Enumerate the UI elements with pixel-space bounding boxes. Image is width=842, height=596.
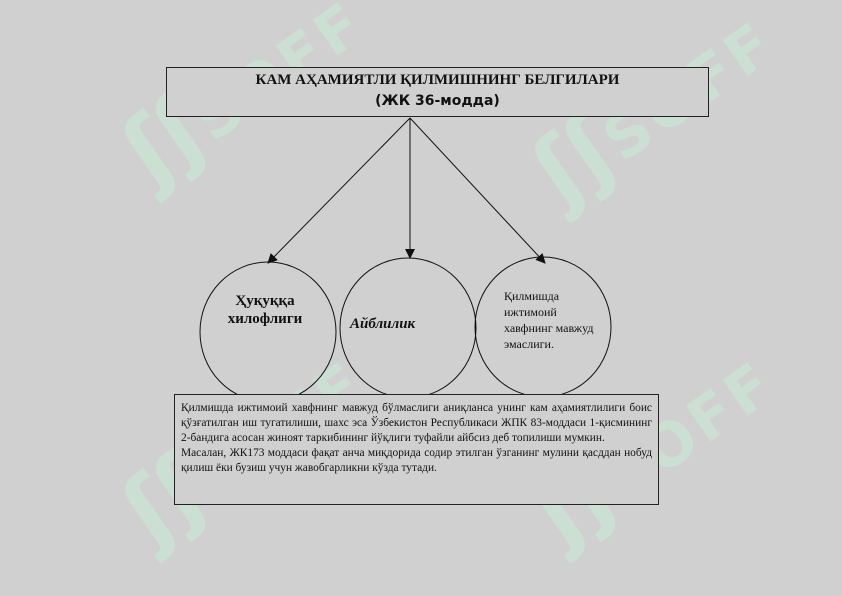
arrow-to-node-1 xyxy=(267,117,411,264)
diagram-subtitle: (ЖК 36-модда) xyxy=(375,93,500,109)
node-1-label: Ҳуқуққа хилофлиги xyxy=(227,293,303,327)
node-1-circle xyxy=(199,261,337,403)
description-paragraph-1: Қилмишда ижтимоий хавфнинг мавжуд бўлмас… xyxy=(181,402,652,444)
diagram-title: КАМ АҲАМИЯТЛИ ҚИЛМИШНИНГ БЕЛГИЛАРИ xyxy=(255,72,620,88)
description-box: Қилмишда ижтимоий хавфнинг мавжуд бўлмас… xyxy=(174,394,659,505)
description-paragraph-2: Масалан, ЖК173 моддаси фақат анча миқдор… xyxy=(181,447,652,474)
arrow-to-node-3 xyxy=(409,117,546,264)
node-2-label: Айблилик xyxy=(350,316,416,332)
node-3-label: Қилмишда ижтимоий хавфнинг мавжуд эмасли… xyxy=(504,289,594,351)
title-box: КАМ АҲАМИЯТЛИ ҚИЛМИШНИНГ БЕЛГИЛАРИ (ЖК 3… xyxy=(166,67,709,117)
